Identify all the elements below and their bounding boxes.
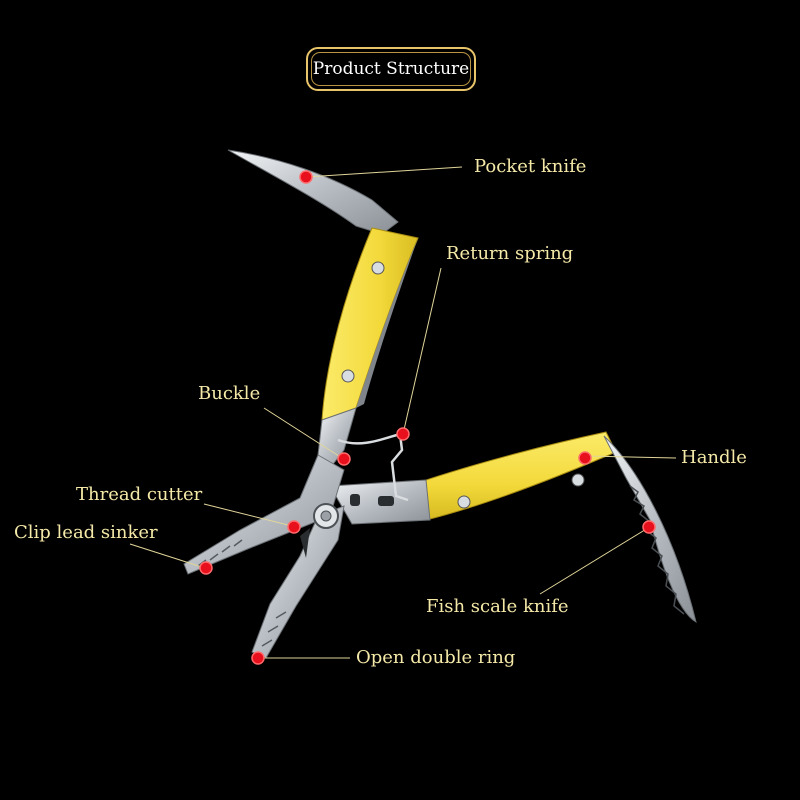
- marker-fish-scale-knife: [642, 520, 656, 534]
- label-buckle: Buckle: [198, 383, 261, 404]
- leader-buckle: [263, 407, 343, 459]
- upper-handle-screw-2: [341, 369, 355, 383]
- frame-slot-2: [350, 494, 360, 506]
- right-handle-screw-2: [457, 495, 471, 509]
- return-spring-wire: [337, 432, 409, 502]
- marker-buckle: [337, 452, 351, 466]
- ring-teeth: [261, 611, 287, 647]
- frame-slot-1: [378, 496, 394, 506]
- leader-clip-lead-sinker: [129, 543, 206, 569]
- marker-pocket-knife: [299, 170, 313, 184]
- upper-handle-screw-1: [371, 261, 385, 275]
- right-handle: [419, 431, 617, 521]
- right-handle-screw-1: [571, 473, 585, 487]
- leader-lines: [129, 166, 677, 659]
- label-clip-lead-sinker: Clip lead sinker: [14, 522, 158, 543]
- pivot-bolt-center: [320, 510, 332, 522]
- fish-scale-knife-blade: [603, 435, 697, 624]
- label-pocket-knife: Pocket knife: [474, 156, 587, 177]
- marker-open-double-ring: [251, 651, 265, 665]
- jaw-cutter-hook: [300, 528, 310, 558]
- leader-thread-cutter: [203, 503, 293, 527]
- label-fish-scale-knife: Fish scale knife: [426, 596, 569, 617]
- title-frame: Product Structure: [306, 47, 476, 91]
- leader-fish-scale-knife: [539, 527, 649, 595]
- upper-handle-edge: [356, 238, 418, 408]
- leader-handle: [585, 455, 677, 459]
- label-thread-cutter: Thread cutter: [76, 484, 203, 505]
- marker-handle: [578, 451, 592, 465]
- leader-pocket-knife: [305, 166, 463, 178]
- upper-handle: [321, 227, 419, 421]
- marker-thread-cutter: [287, 520, 301, 534]
- label-open-double-ring: Open double ring: [356, 647, 516, 668]
- leader-return-spring: [402, 267, 442, 435]
- marker-dots: [199, 170, 656, 665]
- diagram-title: Product Structure: [312, 59, 470, 79]
- upper-jaw: [183, 454, 345, 575]
- upper-frame: [317, 407, 357, 469]
- pocket-knife-blade: [227, 149, 399, 235]
- marker-return-spring: [396, 427, 410, 441]
- label-return-spring: Return spring: [446, 243, 574, 264]
- fish-scale-serration: [629, 485, 685, 615]
- label-handle: Handle: [681, 447, 747, 468]
- marker-clip-lead-sinker: [199, 561, 213, 575]
